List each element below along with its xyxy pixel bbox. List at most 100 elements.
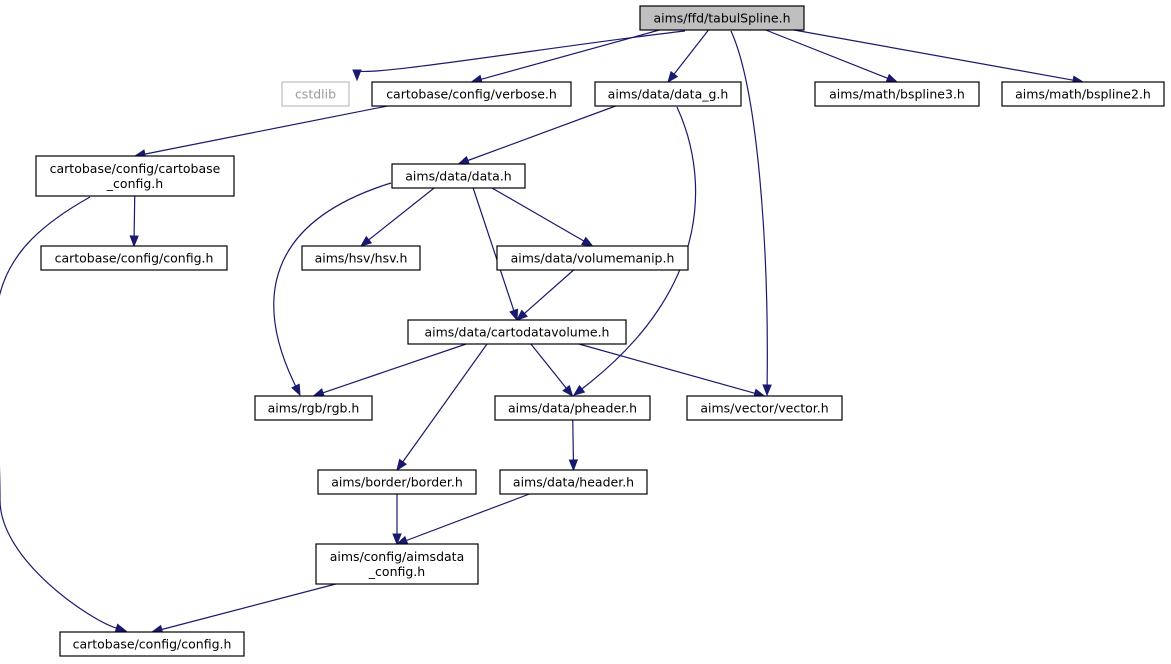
node-label: aims/config/aimsdata — [330, 549, 464, 564]
arrow-head — [114, 623, 128, 633]
edge-line — [273, 182, 392, 387]
node-vector[interactable]: aims/vector/vector.h — [686, 395, 843, 421]
edge-data-to-hsv — [359, 187, 435, 247]
node-box — [317, 469, 477, 495]
node-label: aims/math/bspline3.h — [829, 87, 965, 102]
node-label: aims/rgb/rgb.h — [268, 401, 360, 416]
edge-tabulspline-to-data_g — [667, 29, 709, 84]
edge-line — [480, 29, 660, 80]
edge-line — [322, 343, 467, 394]
nodes-layer: aims/ffd/tabulSpline.h cstdlib cartobase/c… — [35, 5, 1165, 657]
node-data-g[interactable]: aims/data/data_g.h — [594, 81, 742, 107]
arrow-head — [572, 384, 586, 396]
node-box — [281, 81, 350, 107]
edge-line — [530, 343, 567, 389]
edge-line — [402, 343, 488, 463]
arrow-head — [392, 533, 402, 546]
node-label: aims/hsv/hsv.h — [315, 251, 408, 266]
arrow-head — [291, 383, 301, 397]
arrow-head — [359, 235, 373, 247]
node-box — [371, 81, 572, 107]
node-label: aims/ffd/tabulSpline.h — [653, 11, 790, 26]
node-box — [1001, 81, 1165, 107]
node-label: _config.h — [368, 564, 425, 579]
node-label: aims/border/border.h — [331, 475, 463, 490]
node-box — [496, 245, 689, 271]
arrow-head — [568, 459, 579, 472]
edge-line — [467, 105, 616, 162]
node-label: cstdlib — [295, 87, 336, 102]
node-label: cartobase/config/config.h — [55, 251, 214, 266]
node-box — [301, 245, 421, 271]
edge-line — [161, 583, 336, 631]
edge-cartobase_config-to-config_a — [129, 195, 139, 248]
edge-aimsdata_config-to-config_b — [150, 583, 336, 634]
edge-line — [0, 196, 117, 629]
node-data[interactable]: aims/data/data.h — [391, 163, 526, 189]
node-config-a[interactable]: cartobase/config/config.h — [40, 245, 228, 271]
node-label: cartobase/config/config.h — [73, 637, 232, 652]
node-bspline3[interactable]: aims/math/bspline3.h — [814, 81, 980, 107]
node-box — [494, 395, 651, 421]
node-label: aims/vector/vector.h — [700, 401, 828, 416]
arrow-head — [352, 69, 362, 82]
node-label: aims/data/header.h — [513, 475, 634, 490]
node-box — [40, 245, 228, 271]
edge-data-to-rgb — [273, 182, 392, 397]
edge-data_g-to-pheader — [572, 106, 697, 396]
arrow-head — [562, 384, 574, 398]
edge-pheader-to-header — [568, 419, 579, 472]
node-rgb[interactable]: aims/rgb/rgb.h — [254, 395, 373, 421]
node-label: aims/math/bspline2.h — [1015, 87, 1151, 102]
edge-line — [406, 493, 530, 542]
edge-line — [524, 269, 575, 314]
node-pheader[interactable]: aims/data/pheader.h — [494, 395, 651, 421]
edge-tabulspline-to-verbose — [470, 29, 660, 84]
node-box — [639, 5, 805, 31]
edge-border-to-aimsdata_config — [392, 494, 402, 546]
arrow-head — [580, 236, 594, 247]
node-box — [594, 81, 742, 107]
edge-tabulspline-to-cstdlib — [352, 30, 686, 82]
arrow-head — [457, 155, 471, 165]
edge-cartodatavolume-to-vector — [578, 343, 766, 398]
node-box — [499, 469, 648, 495]
node-box — [686, 395, 843, 421]
edge-line — [491, 187, 585, 242]
arrow-head — [396, 458, 407, 472]
node-label: cartobase/config/verbose.h — [386, 87, 557, 102]
node-tabulspline: aims/ffd/tabulSpline.h — [639, 5, 805, 31]
node-bspline2[interactable]: aims/math/bspline2.h — [1001, 81, 1165, 107]
edge-line — [472, 187, 515, 311]
edge-tabulspline-to-vector — [730, 30, 772, 397]
edge-line — [793, 29, 1074, 81]
node-header[interactable]: aims/data/header.h — [499, 469, 648, 495]
node-label: aims/data/volumemanip.h — [511, 251, 675, 266]
node-label: aims/data/data.h — [405, 169, 511, 184]
node-border[interactable]: aims/border/border.h — [317, 469, 477, 495]
node-box — [315, 543, 479, 585]
edge-cartodatavolume-to-pheader — [530, 343, 574, 398]
node-volumemanip[interactable]: aims/data/volumemanip.h — [496, 245, 689, 271]
node-label: cartobase/config/cartobase — [50, 161, 221, 176]
edge-tabulspline-to-bspline2 — [793, 29, 1085, 85]
node-box — [35, 155, 235, 197]
arrow-head — [667, 70, 679, 84]
node-box — [814, 81, 980, 107]
node-box — [59, 631, 245, 657]
node-hsv[interactable]: aims/hsv/hsv.h — [301, 245, 421, 271]
node-box — [391, 163, 526, 189]
node-cstdlib: cstdlib — [281, 81, 350, 107]
node-verbose[interactable]: cartobase/config/verbose.h — [371, 81, 572, 107]
arrow-head — [129, 235, 139, 248]
node-aimsdata-config[interactable]: aims/config/aimsdata_config.h — [315, 543, 479, 585]
edge-line — [765, 29, 888, 79]
edge-verbose-to-cartobase_config — [133, 105, 388, 159]
arrow-head — [509, 308, 519, 322]
node-config-b[interactable]: cartobase/config/config.h — [59, 631, 245, 657]
arrow-head — [885, 73, 899, 83]
edge-line — [368, 187, 435, 241]
node-cartobase-config[interactable]: cartobase/config/cartobase_config.h — [35, 155, 235, 197]
node-cartodatavolume[interactable]: aims/data/cartodatavolume.h — [407, 319, 627, 345]
node-label: aims/data/cartodatavolume.h — [425, 325, 610, 340]
